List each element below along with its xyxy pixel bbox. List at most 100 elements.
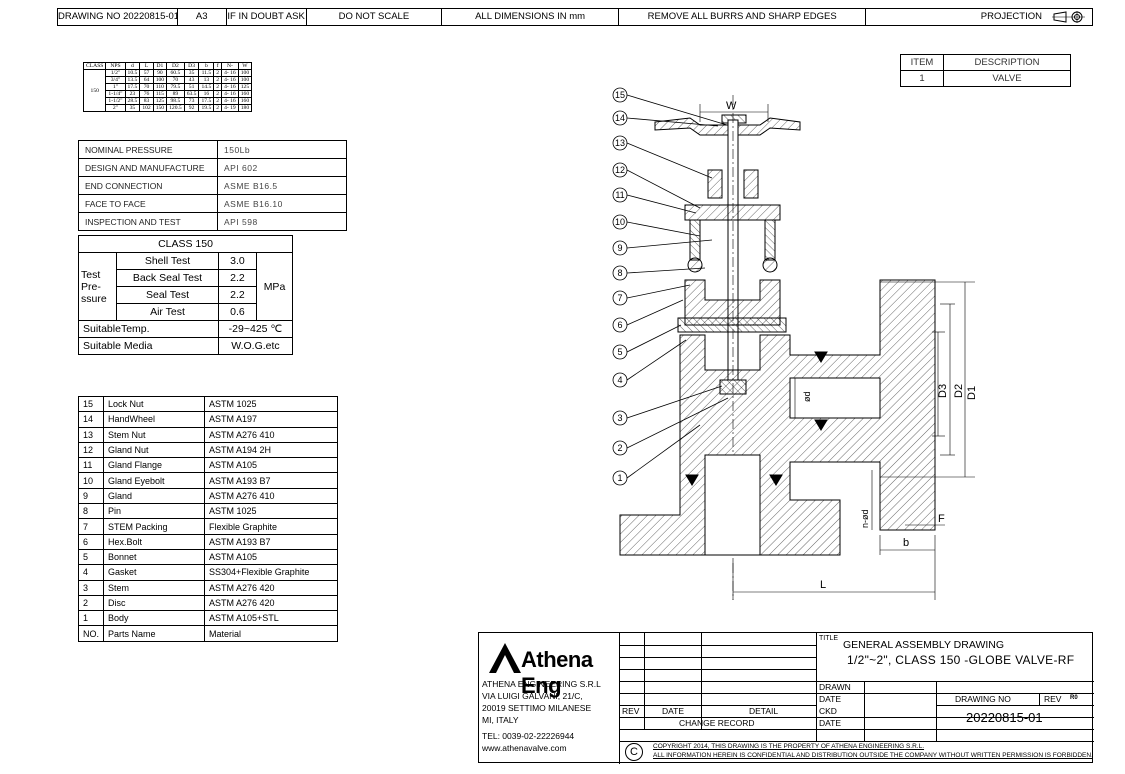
balloon-leader-line (626, 142, 713, 179)
dimension-cell: 35 (183, 69, 200, 77)
dimension-cell: 120.5 (166, 104, 185, 112)
dimension-cell: 4- 16 (221, 76, 239, 84)
dimension-cell: 180 (237, 104, 253, 112)
balloon-leader-line (626, 94, 728, 126)
part-name: HandWheel (103, 411, 206, 428)
dimension-cell: 160 (237, 90, 253, 98)
drawing-no-label: DRAWING NO (955, 694, 1011, 704)
projection-label: PROJECTION (980, 11, 1042, 22)
projection-box: PROJECTION (866, 9, 1092, 25)
rev-column-label: REV (622, 706, 640, 716)
balloon-number: 5 (617, 347, 622, 357)
dimension-cell: 1" (105, 83, 126, 91)
part-name: Pin (103, 503, 206, 520)
balloon-leader-line (626, 385, 723, 419)
title-block: Athena Eng ATHENA ENGINEERING S.R.L VIA … (478, 632, 1094, 764)
part-name: Hex.Bolt (103, 533, 206, 550)
part-name: Gland (103, 487, 206, 505)
part-material: ASTM 1025 (204, 395, 339, 413)
test-name: Shell Test (116, 252, 219, 270)
dimension-cell: 2 (213, 90, 223, 98)
company-tel: TEL: 0039-02-22226944 (482, 731, 575, 741)
dimensions-note: ALL DIMENSIONS IN mm (442, 9, 619, 25)
part-balloon (612, 410, 628, 426)
dim-header-cell: CLASS (82, 62, 107, 70)
dimension-cell: 1/2" (105, 69, 126, 77)
dimension-cell: 13 (198, 76, 215, 84)
dim-header-cell: D1 (152, 62, 168, 70)
part-name: Gasket (103, 564, 206, 581)
dimension-cell: 160 (237, 97, 253, 105)
dimension-cell: 76 (139, 90, 154, 98)
test-value: 2.2 (217, 286, 257, 304)
part-name: Bonnet (103, 548, 206, 566)
part-name: Body (103, 610, 206, 627)
part-balloon (612, 317, 628, 333)
balloon-number: 4 (617, 375, 622, 385)
balloon-number: 8 (617, 268, 622, 278)
balloon-number: 13 (615, 138, 625, 148)
dimension-cell: 57 (139, 69, 154, 77)
balloon-number: 10 (615, 217, 625, 227)
part-name: Lock Nut (103, 395, 206, 413)
dimension-cell: 43 (183, 76, 200, 84)
dim-label-d: ød (802, 391, 812, 402)
part-balloon (612, 162, 628, 178)
dimension-cell: 83 (139, 97, 154, 105)
dim-label-n: n-ød (860, 509, 870, 528)
dimension-cell: 10.5 (124, 69, 141, 77)
doubt-note: IF IN DOUBT ASK (227, 9, 307, 25)
part-material: ASTM A105+STL (204, 610, 339, 627)
dimension-cell: 2 (213, 104, 223, 112)
dimension-cell: 2 (213, 76, 223, 84)
dim-label-d3: D3 (937, 384, 949, 398)
dimension-cell: 4- 16 (221, 83, 239, 91)
test-name: Back Seal Test (116, 269, 219, 287)
standard-value: API 598 (217, 212, 347, 231)
part-balloon (612, 214, 628, 230)
parts-header-name: Parts Name (103, 625, 206, 642)
dimension-cell: 89 (166, 90, 185, 98)
description-header: DESCRIPTION (943, 54, 1071, 71)
part-name: Gland Flange (103, 457, 206, 474)
part-material: ASTM A276 410 (204, 487, 339, 505)
projection-symbol-icon (1051, 11, 1085, 23)
dimension-cell: 19.5 (198, 104, 215, 112)
balloon-leader-line (626, 239, 713, 249)
part-name: STEM Packing (103, 518, 206, 535)
standard-label: NOMINAL PRESSURE (78, 140, 218, 159)
part-number: 12 (77, 441, 105, 459)
date-label-3: DATE (819, 718, 842, 728)
copyright-line1: COPYRIGHT 2014, THIS DRAWING IS THE PROP… (653, 743, 925, 750)
part-material: ASTM A197 (204, 411, 339, 428)
scale-note: DO NOT SCALE (307, 9, 443, 25)
dimension-cell: 150 (152, 104, 168, 112)
copyright-line2: ALL INFORMATION HEREIN IS CONFIDENTIAL A… (653, 752, 1093, 759)
company-address2: 20019 SETTIMO MILANESE (482, 703, 592, 713)
dimension-cell: 1-1/4" (105, 90, 126, 98)
test-pressure-table: CLASS 150 Test Pre- ssure Shell Test 3.0… (77, 235, 294, 355)
balloon-number: 2 (617, 443, 622, 453)
dim-header-cell: D2 (166, 62, 185, 70)
dimension-cell: 79.5 (166, 83, 185, 91)
item-header: ITEM (900, 54, 944, 71)
ckd-label: CKD (819, 706, 837, 716)
balloon-leader-line (626, 117, 719, 127)
parts-header-row: NO. Parts Name Material (77, 625, 339, 642)
class-title: CLASS 150 (78, 235, 293, 253)
test-unit: MPa (255, 252, 294, 321)
dim-header-cell: d (124, 62, 141, 70)
part-number: 7 (77, 518, 105, 535)
dimension-cell: 63.5 (183, 90, 200, 98)
